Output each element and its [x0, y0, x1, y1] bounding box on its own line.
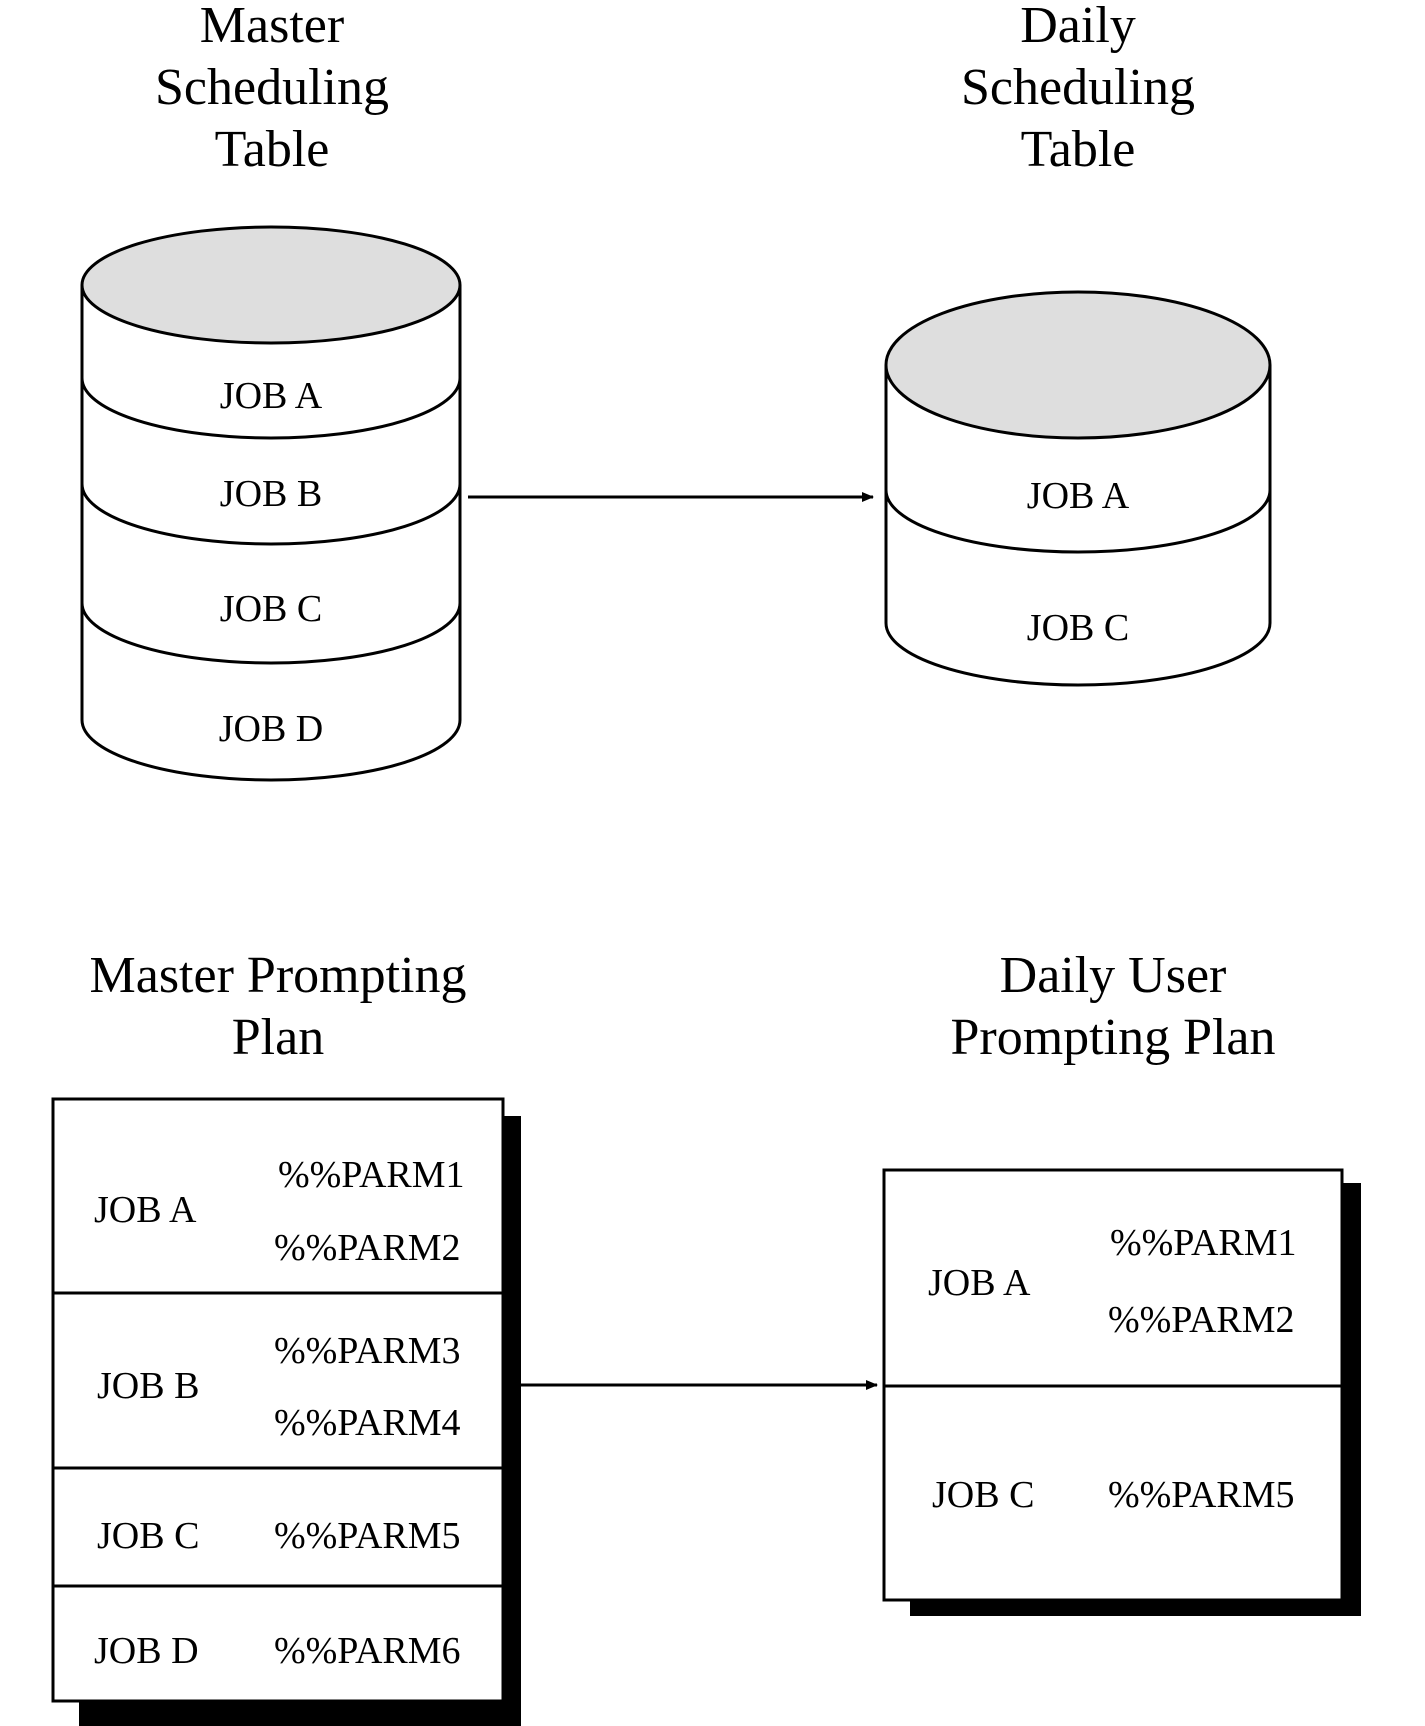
- daily-prompting-title-line-1: Daily User: [1000, 947, 1227, 1004]
- master-scheduling-title-line-2: Scheduling: [155, 59, 389, 116]
- daily-plan-parm: %%PARM5: [1108, 1474, 1295, 1516]
- master-job-c: JOB C: [220, 588, 322, 630]
- master-prompting-box: [51, 1097, 505, 1703]
- daily-scheduling-title-line-2: Scheduling: [961, 59, 1195, 116]
- master-prompting-plan: Master Prompting Plan JOB A %%PARM1 %%PA…: [51, 947, 521, 1726]
- master-prompting-title-line-2: Plan: [232, 1009, 324, 1066]
- master-cylinder-top: [80, 225, 462, 345]
- daily-plan-parm: %%PARM2: [1108, 1299, 1295, 1341]
- daily-cylinder-top: [884, 290, 1272, 440]
- daily-job-a: JOB A: [1027, 475, 1130, 517]
- master-plan-parm: %%PARM5: [274, 1515, 461, 1557]
- daily-cylinder: [884, 290, 1272, 687]
- master-job-b: JOB B: [220, 473, 322, 515]
- daily-user-prompting-plan: Daily User Prompting Plan JOB A %%PARM1 …: [882, 947, 1361, 1616]
- daily-plan-parm: %%PARM1: [1110, 1222, 1297, 1264]
- daily-scheduling-table: Daily Scheduling Table JOB A JOB C: [884, 0, 1272, 687]
- master-plan-job-d: JOB D: [94, 1630, 199, 1672]
- master-plan-job-b: JOB B: [97, 1365, 199, 1407]
- master-scheduling-title-line-3: Table: [215, 121, 330, 178]
- master-plan-parm: %%PARM3: [274, 1330, 461, 1372]
- daily-scheduling-title-line-1: Daily: [1020, 0, 1136, 54]
- master-scheduling-table: Master Scheduling Table JOB A JOB B JOB …: [80, 0, 462, 782]
- daily-plan-job-a: JOB A: [928, 1262, 1031, 1304]
- daily-scheduling-title-line-3: Table: [1021, 121, 1136, 178]
- master-plan-parm: %%PARM2: [274, 1227, 461, 1269]
- master-plan-job-c: JOB C: [97, 1515, 199, 1557]
- master-plan-parm: %%PARM1: [278, 1154, 465, 1196]
- master-plan-parm: %%PARM4: [274, 1402, 461, 1444]
- master-prompting-title-line-1: Master Prompting: [90, 947, 467, 1004]
- master-plan-job-a: JOB A: [94, 1189, 197, 1231]
- daily-job-c: JOB C: [1027, 607, 1129, 649]
- master-job-a: JOB A: [220, 375, 323, 417]
- daily-plan-job-c: JOB C: [932, 1474, 1034, 1516]
- master-cylinder: [80, 225, 462, 782]
- master-job-d: JOB D: [219, 708, 324, 750]
- daily-prompting-title-line-2: Prompting Plan: [950, 1009, 1275, 1066]
- master-scheduling-title-line-1: Master: [200, 0, 344, 54]
- master-plan-parm: %%PARM6: [274, 1630, 461, 1672]
